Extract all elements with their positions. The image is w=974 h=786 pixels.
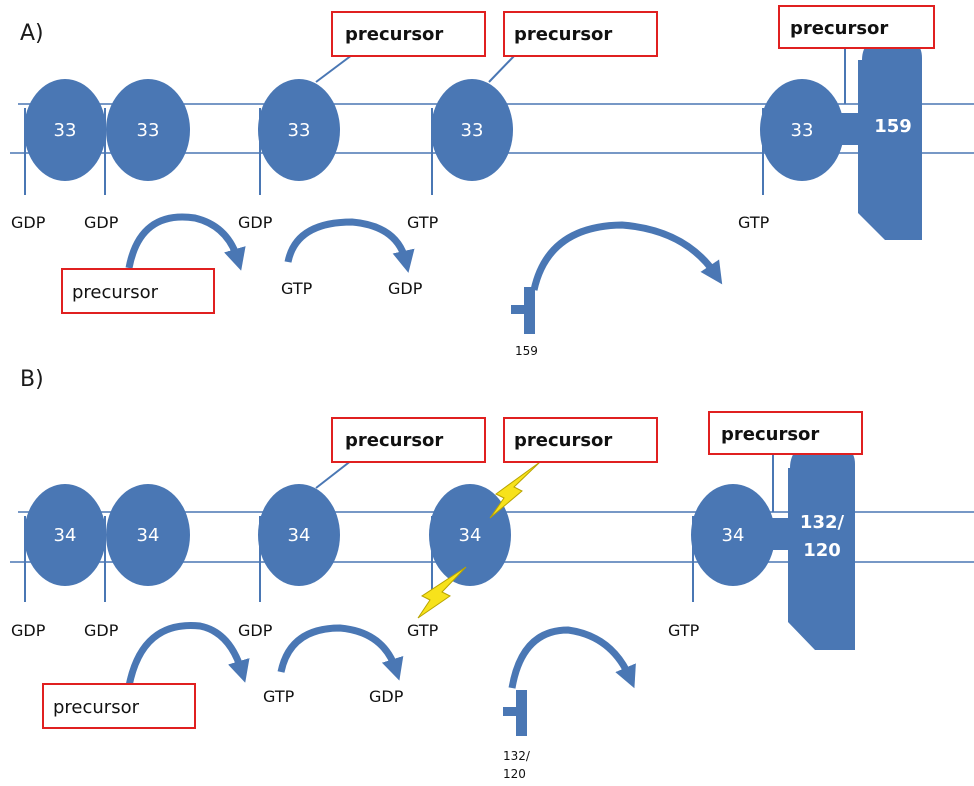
panel-a-subunit-5-label: 33 bbox=[791, 120, 814, 141]
panel-b-exchange-arrow bbox=[277, 624, 404, 681]
panel-b-precursor-bottom-box bbox=[42, 683, 196, 729]
panel-b-subunit-1 bbox=[24, 484, 106, 586]
panel-b-precursor-1-box bbox=[331, 417, 486, 463]
panel-b-subunit-3-label: 34 bbox=[288, 525, 311, 546]
panel-b-exchange-gtp: GTP bbox=[263, 687, 295, 706]
panel-a-precursor-1-link bbox=[315, 54, 353, 83]
panel-a-precursor-1-box bbox=[331, 11, 486, 57]
panel-b-nucleotide-4: GTP bbox=[407, 621, 439, 640]
panel-b-fragment-label-line1: 132/ bbox=[503, 749, 531, 763]
panel-b-precursor-3-label: precursor bbox=[721, 424, 819, 445]
panel-a-subunit-2-label: 33 bbox=[137, 120, 160, 141]
panel-b-precursor-2-label: precursor bbox=[514, 430, 612, 451]
panel-a: A) 33 33 33 33 33 159 precursor precurso… bbox=[10, 5, 974, 358]
panel-b-lightning-bottom bbox=[417, 566, 467, 619]
panel-b-precursor-bottom-label: precursor bbox=[53, 697, 140, 718]
panel-a-nucleotide-4: GTP bbox=[407, 213, 439, 232]
panel-b-precursor-3-box bbox=[708, 411, 863, 455]
panel-a-precursor-3-label: precursor bbox=[790, 18, 888, 39]
panel-a-precursor-2-box bbox=[503, 11, 658, 57]
panel-b-precursor-arrow bbox=[125, 622, 250, 687]
panel-a-subunit-3-label: 33 bbox=[288, 120, 311, 141]
panel-a-label: A) bbox=[20, 21, 44, 46]
panel-b-label: B) bbox=[20, 367, 44, 392]
panel-b-subunit-5-label: 34 bbox=[722, 525, 745, 546]
panel-b: B) 34 34 34 34 34 132/ 120 precursor bbox=[10, 367, 974, 781]
panel-b-receptor-132-120 bbox=[788, 442, 855, 650]
panel-a-receptor-159-label: 159 bbox=[874, 116, 912, 137]
panel-b-receptor-label-line1: 132/ bbox=[800, 512, 845, 533]
panel-a-precursor-bottom-label: precursor bbox=[72, 282, 159, 303]
panel-b-nucleotide-2: GDP bbox=[84, 621, 119, 640]
panel-b-nucleotide-5: GTP bbox=[668, 621, 700, 640]
panel-a-precursor-bottom-box bbox=[61, 268, 215, 314]
panel-a-subunit-4 bbox=[431, 79, 513, 181]
panel-a-nucleotide-5: GTP bbox=[738, 213, 770, 232]
panel-a-fragment-stem bbox=[524, 287, 535, 334]
panel-a-fragment-tab bbox=[511, 305, 527, 314]
panel-a-release-arrow bbox=[530, 221, 723, 291]
panel-b-precursor-1-label: precursor bbox=[345, 430, 443, 451]
panel-b-fragment-tab bbox=[503, 707, 519, 716]
panel-b-receptor-label-line2: 120 bbox=[803, 540, 841, 561]
panel-b-nucleotide-3: GDP bbox=[238, 621, 273, 640]
panel-b-subunit-4-label: 34 bbox=[459, 525, 482, 546]
panel-a-subunit-5 bbox=[760, 79, 844, 181]
panel-b-subunit-3 bbox=[258, 484, 340, 586]
panel-a-fragment-label: 159 bbox=[515, 344, 538, 358]
panel-a-precursor-2-label: precursor bbox=[514, 24, 612, 45]
panel-a-subunit-2 bbox=[106, 79, 190, 181]
panel-b-exchange-gdp: GDP bbox=[369, 687, 404, 706]
panel-a-exchange-arrow bbox=[284, 218, 415, 273]
panel-b-lightning-top bbox=[489, 461, 541, 519]
panel-a-subunit-3 bbox=[258, 79, 340, 181]
panel-a-precursor-3-box bbox=[778, 5, 935, 49]
panel-b-precursor-2-box bbox=[503, 417, 658, 463]
panel-b-subunit-2 bbox=[106, 484, 190, 586]
panel-b-subunit-1-label: 34 bbox=[54, 525, 77, 546]
panel-a-subunit-1 bbox=[24, 79, 106, 181]
panel-a-subunit-1-label: 33 bbox=[54, 120, 77, 141]
panel-b-release-arrow bbox=[508, 626, 636, 689]
panel-b-fragment-stem bbox=[516, 690, 527, 736]
panel-a-exchange-gdp: GDP bbox=[388, 279, 423, 298]
panel-b-precursor-1-link bbox=[315, 459, 353, 489]
panel-a-subunit-4-label: 33 bbox=[461, 120, 484, 141]
panel-a-precursor-2-link bbox=[488, 54, 516, 83]
panel-a-receptor-159 bbox=[858, 36, 922, 240]
panel-b-fragment-label-line2: 120 bbox=[503, 767, 526, 781]
panel-a-nucleotide-3: GDP bbox=[238, 213, 273, 232]
panel-a-exchange-gtp: GTP bbox=[281, 279, 313, 298]
panel-b-subunit-5 bbox=[691, 484, 775, 586]
panel-b-subunit-4 bbox=[429, 484, 511, 586]
panel-a-precursor-arrow bbox=[125, 213, 246, 271]
panel-a-nucleotide-1: GDP bbox=[11, 213, 46, 232]
panel-b-nucleotide-1: GDP bbox=[11, 621, 46, 640]
panel-a-precursor-1-label: precursor bbox=[345, 24, 443, 45]
panel-b-subunit-2-label: 34 bbox=[137, 525, 160, 546]
panel-a-nucleotide-2: GDP bbox=[84, 213, 119, 232]
